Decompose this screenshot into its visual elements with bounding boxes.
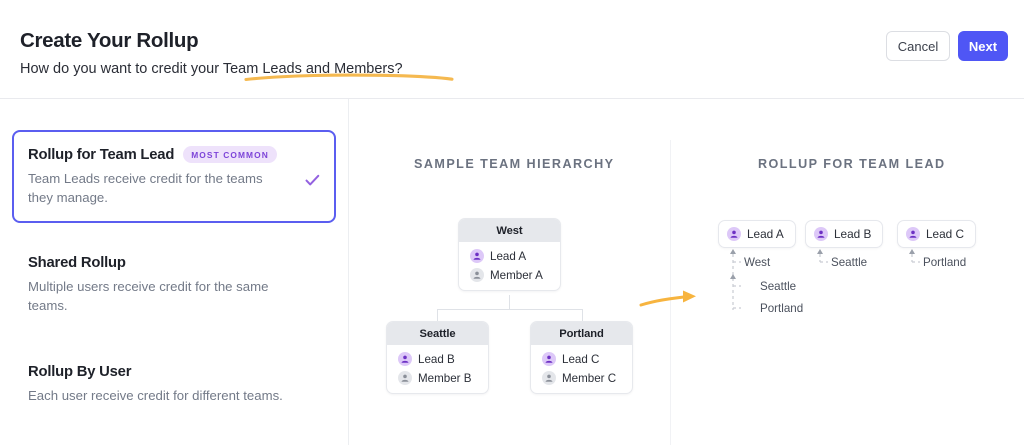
panel-divider — [670, 140, 671, 445]
rollup-team-a-0: West — [744, 256, 771, 269]
rollup-team-a-1: Seattle — [760, 280, 797, 293]
team-node-title: Seattle — [387, 322, 488, 345]
person-name: Member A — [490, 268, 543, 282]
page-subtitle: How do you want to credit your Team Lead… — [20, 61, 403, 77]
lead-chip-b[interactable]: Lead B — [805, 220, 884, 248]
person-name: Lead A — [490, 249, 527, 263]
team-node-title: West — [459, 219, 560, 242]
rollup-panel-heading: ROLLUP FOR TEAM LEAD — [758, 157, 946, 171]
connector-west-down — [509, 295, 510, 309]
rollup-option-list: Rollup for Team Lead MOST COMMON Team Le… — [0, 130, 348, 422]
team-node-members: Lead C Member C — [531, 345, 632, 393]
connector-seattle-up — [437, 309, 438, 321]
option-title: Shared Rollup — [28, 255, 126, 272]
team-node-title: Portland — [531, 322, 632, 345]
person-row-member: Member A — [470, 268, 560, 282]
option-title: Rollup for Team Lead — [28, 146, 175, 163]
person-name: Lead C — [562, 352, 600, 366]
rollup-option-team-lead[interactable]: Rollup for Team Lead MOST COMMON Team Le… — [12, 130, 336, 224]
most-common-badge: MOST COMMON — [183, 146, 277, 163]
rollup-tree-connector-c — [909, 249, 920, 263]
option-title: Rollup By User — [28, 363, 132, 380]
check-icon — [305, 174, 320, 186]
subtitle-highlight: Team Leads and Members? — [222, 61, 403, 77]
person-row-member: Member C — [542, 371, 632, 385]
person-row-lead: Lead B — [398, 352, 488, 366]
lead-avatar-icon — [398, 352, 412, 366]
subtitle-prefix: How do you want to credit your — [20, 61, 223, 77]
person-name: Member C — [562, 371, 617, 385]
member-avatar-icon — [542, 371, 556, 385]
lead-avatar-icon — [542, 352, 556, 366]
option-description: Team Leads receive credit for the teams … — [28, 171, 263, 205]
option-header: Rollup for Team Lead MOST COMMON — [28, 146, 294, 163]
person-name: Member B — [418, 371, 472, 385]
person-row-lead: Lead A — [470, 249, 560, 263]
rollup-team-c-0: Portland — [923, 256, 967, 269]
option-description: Each user receive credit for different t… — [28, 387, 283, 403]
page-header: Create Your Rollup How do you want to cr… — [0, 0, 1024, 99]
rollup-option-shared[interactable]: Shared Rollup Multiple users receive cre… — [12, 239, 336, 332]
lead-avatar-icon — [727, 227, 741, 241]
person-row-member: Member B — [398, 371, 488, 385]
spacer — [0, 223, 348, 239]
next-button[interactable]: Next — [958, 31, 1008, 61]
team-node-portland[interactable]: Portland Lead C Member C — [530, 321, 633, 394]
lead-chip-c[interactable]: Lead C — [897, 220, 977, 248]
rollup-team-a-2: Portland — [760, 302, 804, 315]
person-name: Lead B — [418, 352, 455, 366]
option-header: Shared Rollup — [28, 255, 294, 271]
member-avatar-icon — [470, 268, 484, 282]
hierarchy-panel-heading: SAMPLE TEAM HIERARCHY — [414, 157, 615, 171]
team-node-west[interactable]: West Lead A Member A — [458, 218, 561, 291]
rollup-option-by-user[interactable]: Rollup By User Each user receive credit … — [12, 347, 336, 422]
spacer — [0, 332, 348, 348]
team-node-members: Lead A Member A — [459, 242, 560, 290]
team-node-members: Lead B Member B — [387, 345, 488, 393]
rollup-team-b-0: Seattle — [831, 256, 868, 269]
lead-name: Lead A — [747, 227, 784, 241]
connector-horizontal — [437, 309, 583, 310]
lead-name: Lead B — [834, 227, 872, 241]
page-title: Create Your Rollup — [20, 29, 199, 52]
team-node-seattle[interactable]: Seattle Lead B Member B — [386, 321, 489, 394]
left-panel-divider — [348, 99, 349, 445]
connector-portland-up — [582, 309, 583, 321]
rollup-tree-connector-b — [817, 249, 828, 263]
option-description: Multiple users receive credit for the sa… — [28, 279, 269, 314]
lead-avatar-icon — [906, 227, 920, 241]
rollup-tree-connector-a — [730, 249, 741, 310]
option-header: Rollup By User — [28, 364, 294, 380]
cancel-button[interactable]: Cancel — [886, 31, 950, 61]
lead-avatar-icon — [470, 249, 484, 263]
person-row-lead: Lead C — [542, 352, 632, 366]
hand-drawn-underline-icon — [244, 73, 454, 82]
lead-avatar-icon — [814, 227, 828, 241]
header-divider — [0, 98, 1024, 99]
member-avatar-icon — [398, 371, 412, 385]
lead-chip-a[interactable]: Lead A — [718, 220, 796, 248]
lead-name: Lead C — [926, 227, 965, 241]
transition-arrow-icon — [639, 290, 696, 307]
